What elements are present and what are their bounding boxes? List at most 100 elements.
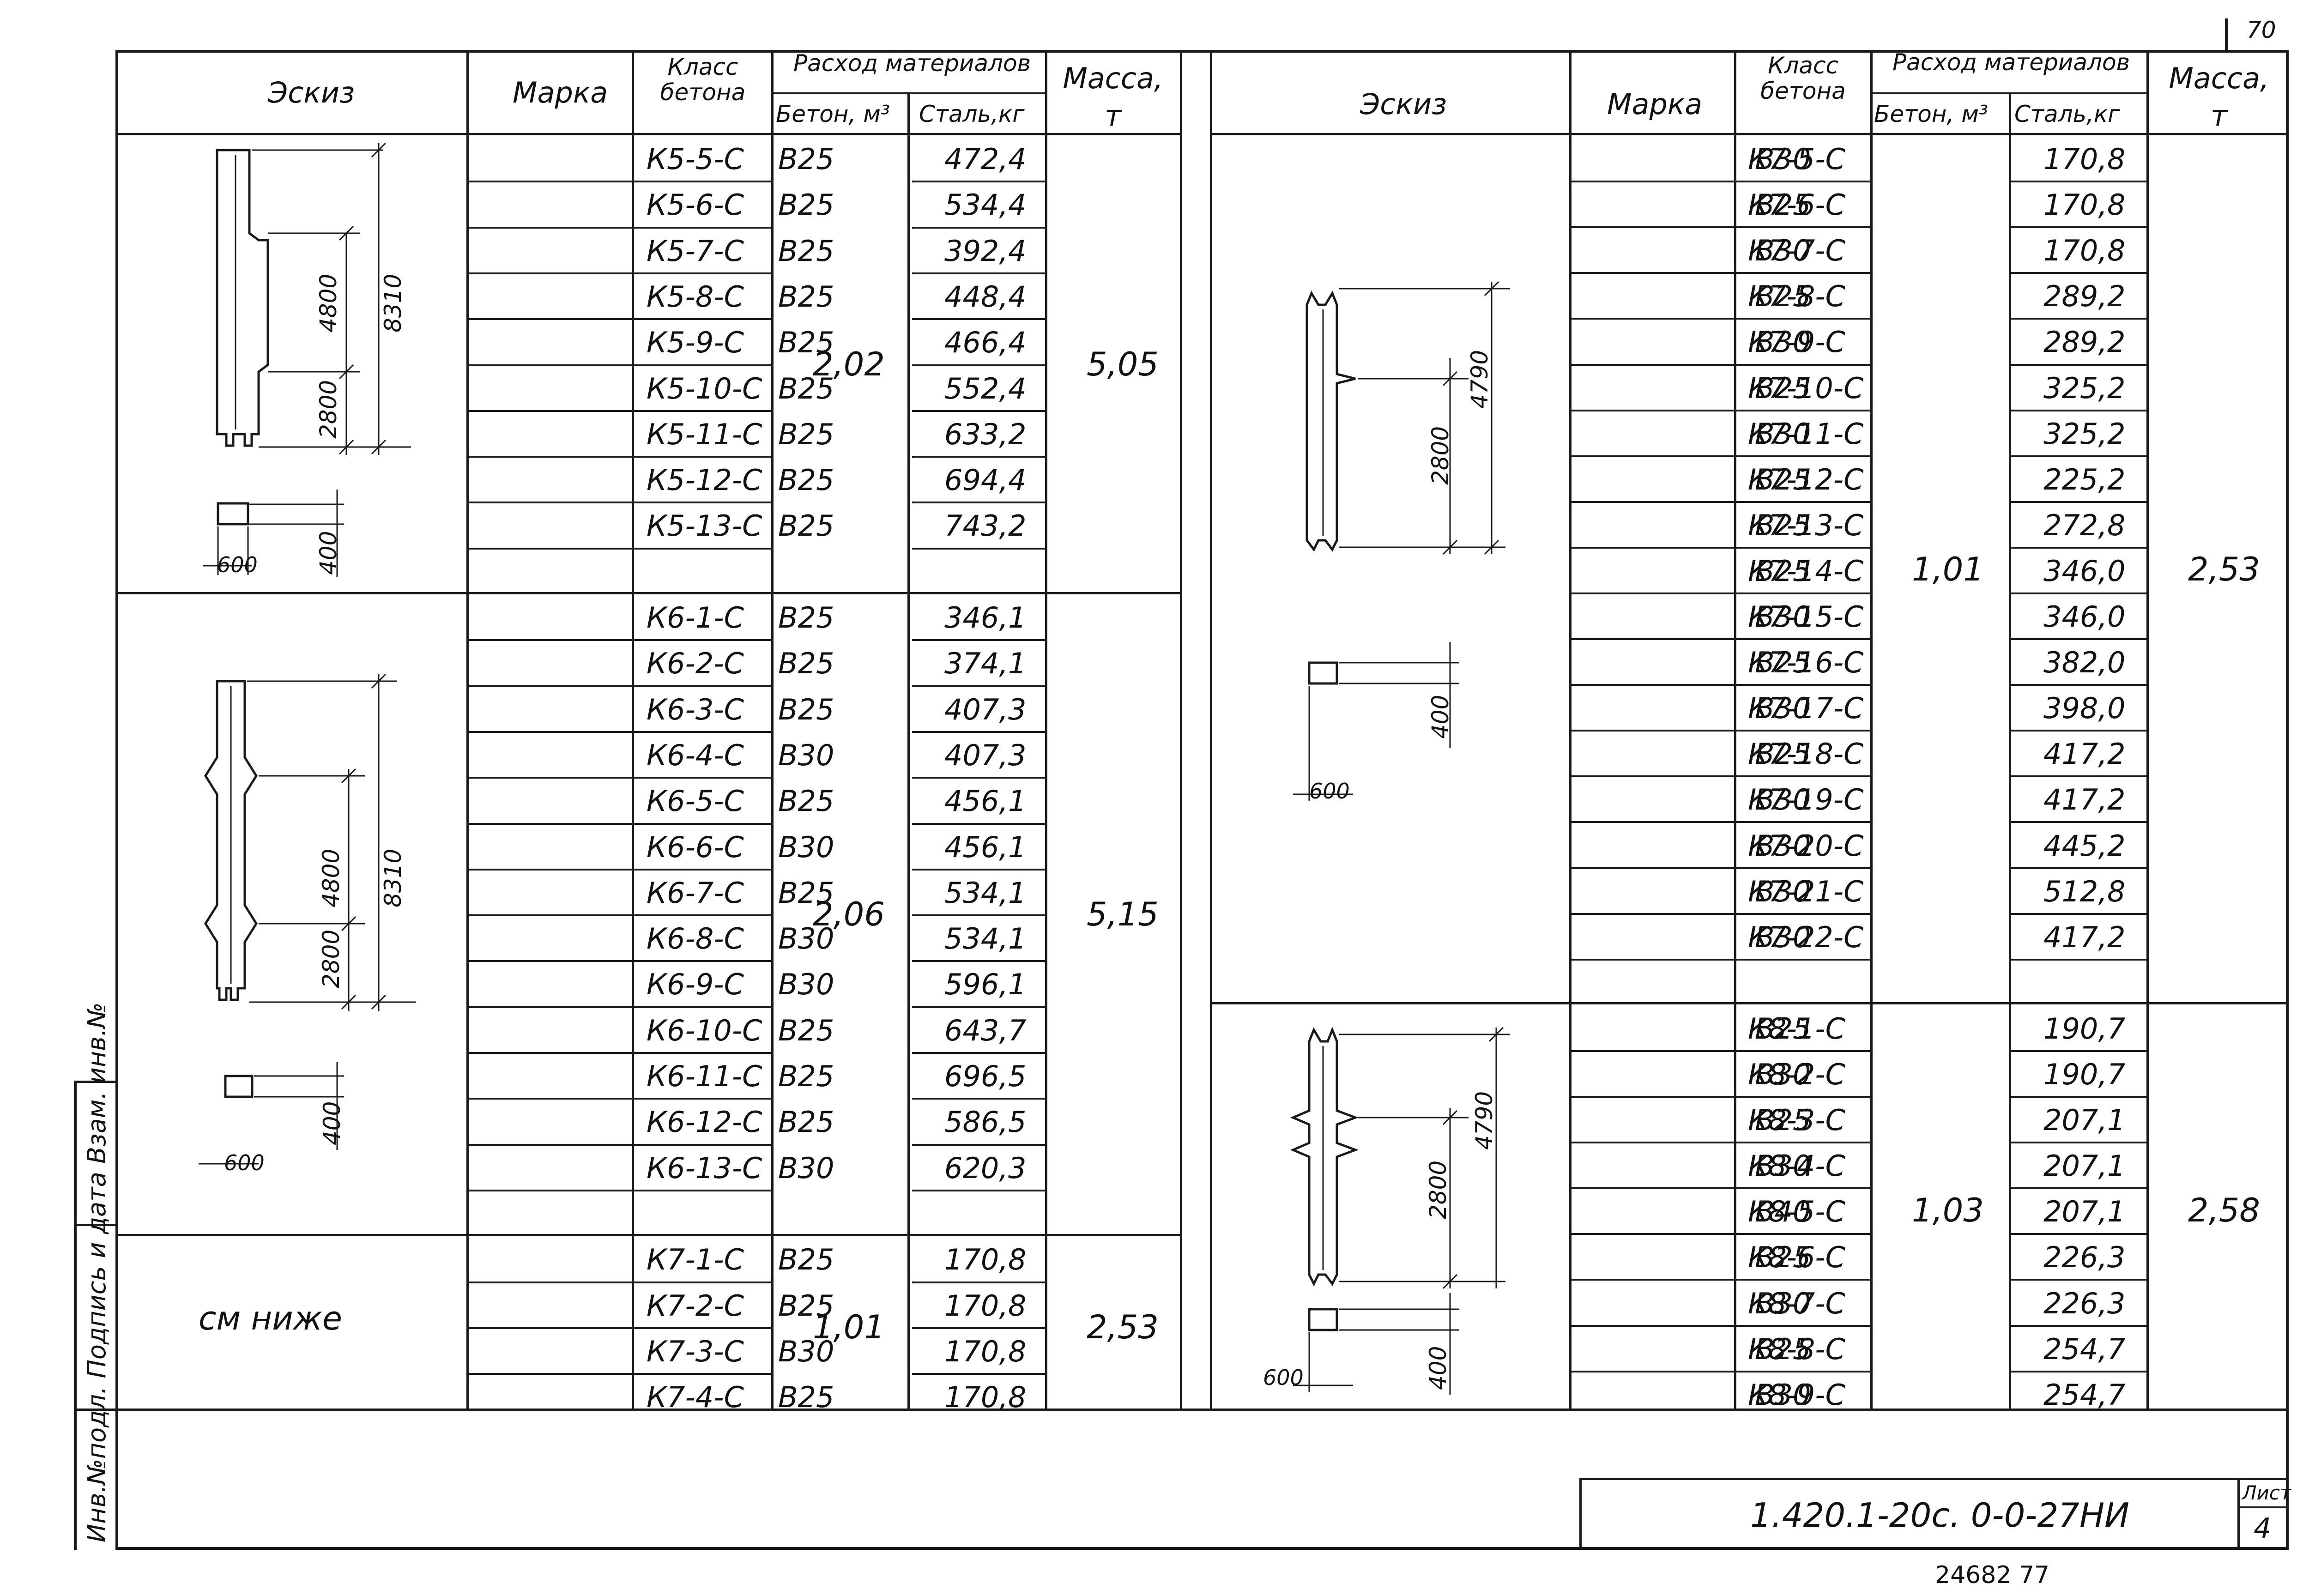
left-mark-cell: К6-3-С	[647, 693, 744, 726]
left-header-class: Класс бетона	[660, 54, 746, 106]
left-header-sketch: Эскиз	[268, 76, 355, 109]
right-row-line	[1569, 547, 1870, 549]
left-row-line-steel	[912, 639, 1046, 641]
right-steel-cell: 207,1	[2043, 1103, 2126, 1137]
side-strip-div1	[74, 1224, 118, 1226]
left-header-steel: Сталь,кг	[919, 101, 1025, 127]
right-header-steel: Сталь,кг	[2014, 101, 2120, 127]
right-class-cell: В25	[1755, 463, 1811, 496]
k7-dim-depth: 400	[1427, 695, 1454, 739]
left-row-line-steel	[912, 914, 1046, 916]
right-mark-cell: К7-14-С	[1748, 554, 1864, 588]
right-class-cell: В25	[1755, 646, 1811, 679]
left-row-line	[466, 869, 771, 871]
left-col-mass-end	[1180, 50, 1182, 1410]
left-mark-cell: К6-10-С	[647, 1014, 762, 1047]
left-steel-cell: 407,3	[944, 738, 1027, 772]
k6-dim-depth: 400	[319, 1101, 345, 1145]
top-tick	[2225, 18, 2228, 51]
right-steel-cell: 170,8	[2043, 188, 2126, 222]
right-class-cell: В30	[1755, 1378, 1811, 1412]
right-steel-cell: 445,2	[2043, 829, 2126, 863]
left-class-cell: В25	[778, 647, 834, 680]
left-mark-cell: К7-2-С	[647, 1289, 744, 1323]
right-row-line	[1569, 318, 1870, 320]
right-mark-cell: К8-3-С	[1748, 1103, 1845, 1137]
stamp-sheet-label: Лист	[2242, 1481, 2291, 1504]
k5-dim-width: 600	[217, 552, 258, 577]
left-class-cell: В30	[778, 922, 834, 955]
right-mark-cell: К7-5-С	[1748, 142, 1845, 176]
left-steel-cell: 170,8	[944, 1289, 1027, 1323]
right-row-line-steel	[2011, 821, 2147, 823]
left-class-cell: В25	[778, 326, 834, 359]
left-steel-cell: 472,4	[944, 142, 1027, 176]
left-mark-cell: К6-2-С	[647, 647, 744, 680]
right-row-line	[1569, 1325, 1870, 1327]
right-row-line-steel	[2011, 638, 2147, 640]
right-row-line	[1569, 272, 1870, 274]
right-row-line	[1569, 684, 1870, 686]
left-class-cell: В25	[778, 142, 834, 176]
left-row-line	[466, 502, 771, 503]
stamp-top	[1579, 1478, 2288, 1480]
left-header-bottom	[115, 133, 1182, 135]
right-mark-cell: К7-6-С	[1748, 188, 1845, 222]
right-row-line	[1569, 1371, 1870, 1372]
right-header-mass: Масса, т	[2169, 61, 2269, 133]
right-col-steel-end	[2146, 50, 2149, 1410]
right-row-line-steel	[2011, 913, 2147, 915]
left-row-line	[466, 227, 771, 229]
right-row-line-steel	[2011, 730, 2147, 732]
right-row-line-steel	[2011, 226, 2147, 228]
left-mark-cell: К5-7-С	[647, 234, 744, 268]
left-steel-cell: 620,3	[944, 1151, 1027, 1185]
left-concrete-cell: 2,06	[813, 895, 885, 933]
right-row-line-steel	[2011, 410, 2147, 411]
left-steel-cell: 586,5	[944, 1105, 1027, 1139]
right-mass-cell: 2,58	[2188, 1191, 2260, 1229]
right-row-line-steel	[2011, 547, 2147, 549]
right-mark-cell: К7-12-С	[1748, 463, 1864, 496]
left-class-cell: В25	[778, 1014, 834, 1047]
right-mark-cell: К8-7-С	[1748, 1287, 1845, 1320]
right-header-materials: Расход материалов	[1892, 49, 2130, 76]
left-mark-cell: К6-12-С	[647, 1105, 762, 1139]
left-class-cell: В25	[778, 188, 834, 222]
right-class-cell: В30	[1755, 920, 1811, 954]
left-col-class-end	[771, 50, 774, 1410]
left-row-line	[466, 364, 771, 366]
left-row-line-steel	[912, 1373, 1046, 1375]
right-header-bottom	[1210, 133, 2288, 135]
left-row-line	[466, 1098, 771, 1100]
right-header-concrete: Бетон, м³	[1874, 101, 1989, 127]
k5-dim-lower: 2800	[315, 380, 342, 439]
right-row-line-steel	[2011, 1325, 2147, 1327]
left-row-line	[466, 272, 771, 274]
left-row-line	[466, 456, 771, 458]
left-concrete-cell: 2,02	[813, 345, 885, 383]
left-row-line	[466, 548, 771, 550]
stamp-sheet-number: 4	[2254, 1512, 2272, 1545]
left-row-line-steel	[912, 272, 1046, 274]
right-row-line	[1569, 1187, 1870, 1189]
right-steel-cell: 417,2	[2043, 737, 2126, 771]
right-steel-cell: 382,0	[2043, 646, 2126, 679]
left-group1-bottom	[115, 592, 1182, 594]
right-row-line-steel	[2011, 1142, 2147, 1143]
left-class-cell: В25	[778, 280, 834, 314]
sketch-k8	[1290, 1027, 1510, 1395]
right-steel-cell: 417,2	[2043, 783, 2126, 816]
right-class-cell: В30	[1755, 875, 1811, 908]
left-steel-cell: 170,8	[944, 1243, 1027, 1276]
left-row-line-steel	[912, 456, 1046, 458]
left-class-cell: В25	[778, 1289, 834, 1323]
right-class-cell: В25	[1755, 554, 1811, 588]
left-class-cell: В25	[778, 509, 834, 543]
right-class-cell: В25	[1755, 1012, 1811, 1046]
right-row-line	[1569, 455, 1870, 457]
right-class-cell: В25	[1755, 1240, 1811, 1274]
right-steel-cell: 417,2	[2043, 920, 2126, 954]
right-mass-cell: 2,53	[2188, 550, 2260, 588]
left-mark-cell: К6-9-С	[647, 967, 744, 1001]
